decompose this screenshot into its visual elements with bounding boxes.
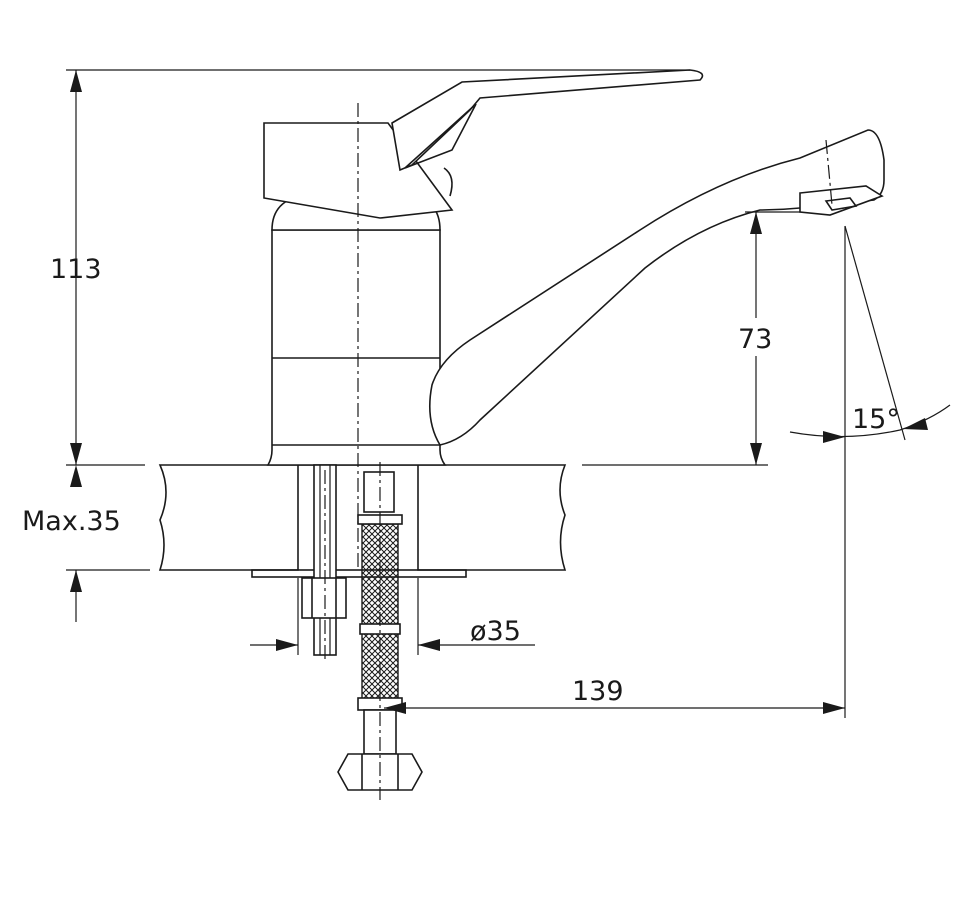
mounting-stud (301, 464, 347, 660)
dimension-spout-angle: 15° (789, 225, 951, 718)
faucet-spout (429, 129, 885, 446)
dimension-reach: 139 (384, 676, 845, 714)
dimension-max-thickness: Max.35 (22, 465, 150, 622)
dimension-total-height: 113 (50, 69, 690, 466)
total-height-label: 113 (50, 254, 102, 285)
dimension-spout-height: 73 (582, 211, 800, 466)
faucet-body (266, 194, 447, 466)
faucet-handle (263, 69, 704, 219)
spout-height-label: 73 (738, 324, 772, 355)
dimension-hole-diameter: ø35 (250, 578, 535, 655)
max-thickness-label: Max.35 (22, 506, 121, 537)
spout-angle-label: 15° (852, 404, 900, 435)
hole-diameter-label: ø35 (470, 616, 521, 647)
reach-label: 139 (572, 676, 624, 707)
flexible-hose (337, 462, 423, 800)
